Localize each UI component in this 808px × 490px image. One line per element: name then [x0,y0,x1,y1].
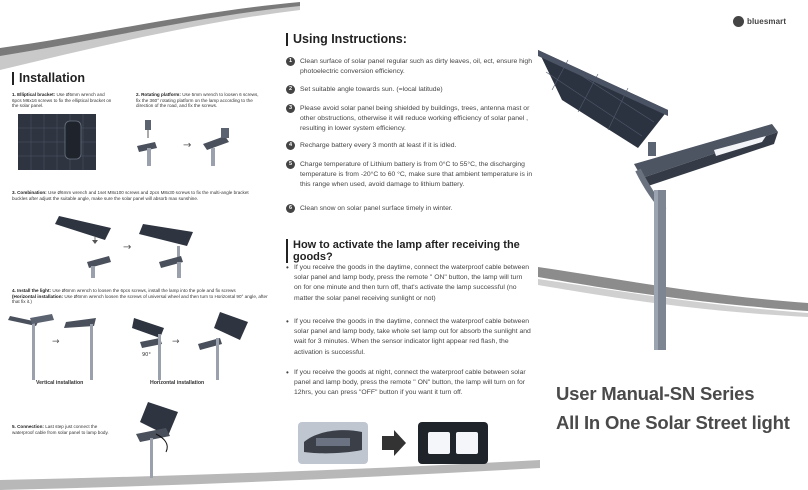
horizontal-installation-caption: Horizontal installation [150,380,205,386]
instruction-text: Charge temperature of Lithium battery is… [300,161,533,188]
cover-panel: bluesmart User Manual-SN Series All In O… [538,0,808,490]
elliptical-bracket-panel-image [18,114,96,170]
combination-image: → [55,216,193,278]
step-2-body: Use 5mm wrench to loosen 6 screws, fix t… [136,92,259,109]
step-3-text: 3. Combination: Use Ø6mm wrench and 1set… [12,190,264,201]
step-4-note-title: (Horizontal installation: [12,293,64,299]
manual-subtitle: All In One Solar Street light [556,412,790,433]
svg-text:→: → [52,337,60,347]
brand-name: bluesmart [747,17,787,26]
instruction-number: 4 [286,141,295,150]
step-5-text: 5. Connection: Last step just connect th… [12,424,110,435]
instruction-number: 6 [286,204,295,213]
bullet-dot-icon: • [286,263,289,272]
step-4-title: 4. Install the light: [12,288,52,293]
connection-image [136,402,178,478]
svg-text:→: → [172,337,180,347]
activate-lamp-heading: How to activate the lamp after receiving… [286,239,538,263]
instruction-item: 1 Clean surface of solar panel regular s… [286,57,536,77]
installation-heading: Installation [12,72,85,85]
instruction-text: Recharge battery every 3 month at least … [300,142,457,149]
instruction-item: 6 Clean snow on solar panel surface time… [286,204,536,214]
instruction-number: 5 [286,160,295,169]
manual-title: User Manual-SN Series [556,383,755,404]
step-4-note-body: Use Ø6mm wrench loosen the screws of uni… [12,293,268,305]
bullet-dot-icon: • [286,368,289,377]
step-5-body: Last step just connect the waterproof ca… [12,424,109,435]
street-light-product-image [538,50,778,350]
rotating-platform-image: → [137,120,229,166]
instruction-number: 2 [286,85,295,94]
step-1-title: 1. Elliptical bracket: [12,92,56,97]
installation-panel: Installation 1. Elliptical bracket: Use … [0,0,270,490]
instruction-item: 3 Please avoid solar panel being shielde… [286,104,536,134]
instruction-number: 1 [286,57,295,66]
bullet-dot-icon: • [286,317,289,326]
step-2-text: 2. Rotating platform: Use 5mm wrench to … [136,92,264,109]
instruction-item: 5 Charge temperature of Lithium battery … [286,160,536,190]
using-instructions-heading: Using Instructions: [286,33,407,46]
activation-bullet: • If you receive the goods in the daytim… [286,263,531,304]
step-3-title: 3. Combination: [12,190,47,195]
instructions-panel: Using Instructions: 1 Clean surface of s… [270,0,538,490]
instruction-text: Clean snow on solar panel surface timely… [300,205,453,212]
step-2-title: 2. Rotating platform: [136,92,181,97]
instruction-item: 2 Set suitable angle towards sun. (=loca… [286,85,536,95]
activation-bullet: • If you receive the goods at night, con… [286,368,531,399]
activation-bullet: • If you receive the goods in the daytim… [286,317,531,358]
instruction-text: Clean surface of solar panel regular suc… [300,58,532,75]
svg-text:→: → [183,140,191,151]
vertical-installation-caption: Vertical installation [36,380,84,386]
step-4-body: Use Ø6mm wrench to loosen the 6pcs screw… [52,288,236,293]
step-5-title: 5. Connection: [12,424,44,429]
bullet-text: If you receive the goods at night, conne… [294,369,526,397]
bullet-text: If you receive the goods in the daytime,… [294,264,530,302]
instruction-text: Set suitable angle towards sun. (=local … [300,86,443,93]
svg-text:→: → [123,242,131,253]
instruction-item: 4 Recharge battery every 3 month at leas… [286,141,536,151]
instruction-number: 3 [286,104,295,113]
brand-logo: bluesmart [733,16,786,27]
brand-mark-icon [733,16,744,27]
step-1-text: 1. Elliptical bracket: Use Ø5mm wrench a… [12,92,114,109]
angle-label: 90° [142,352,151,358]
bottom-swoosh-decoration [0,460,540,490]
step-1-body: Use Ø5mm wrench and 6pcs M6x16 screws to… [12,92,112,109]
lamp-off-on-image [298,422,488,464]
instruction-text: Please avoid solar panel being shielded … [300,105,530,132]
install-light-image: → 90° → [8,312,248,380]
step-4-text: 4. Install the light: Use Ø6mm wrench to… [12,288,268,305]
top-swoosh-decoration [0,2,300,70]
step-3-body: Use Ø6mm wrench and 1set M8x100 screws a… [12,190,249,201]
bullet-text: If you receive the goods in the daytime,… [294,318,531,356]
right-swoosh-decoration [538,267,808,317]
